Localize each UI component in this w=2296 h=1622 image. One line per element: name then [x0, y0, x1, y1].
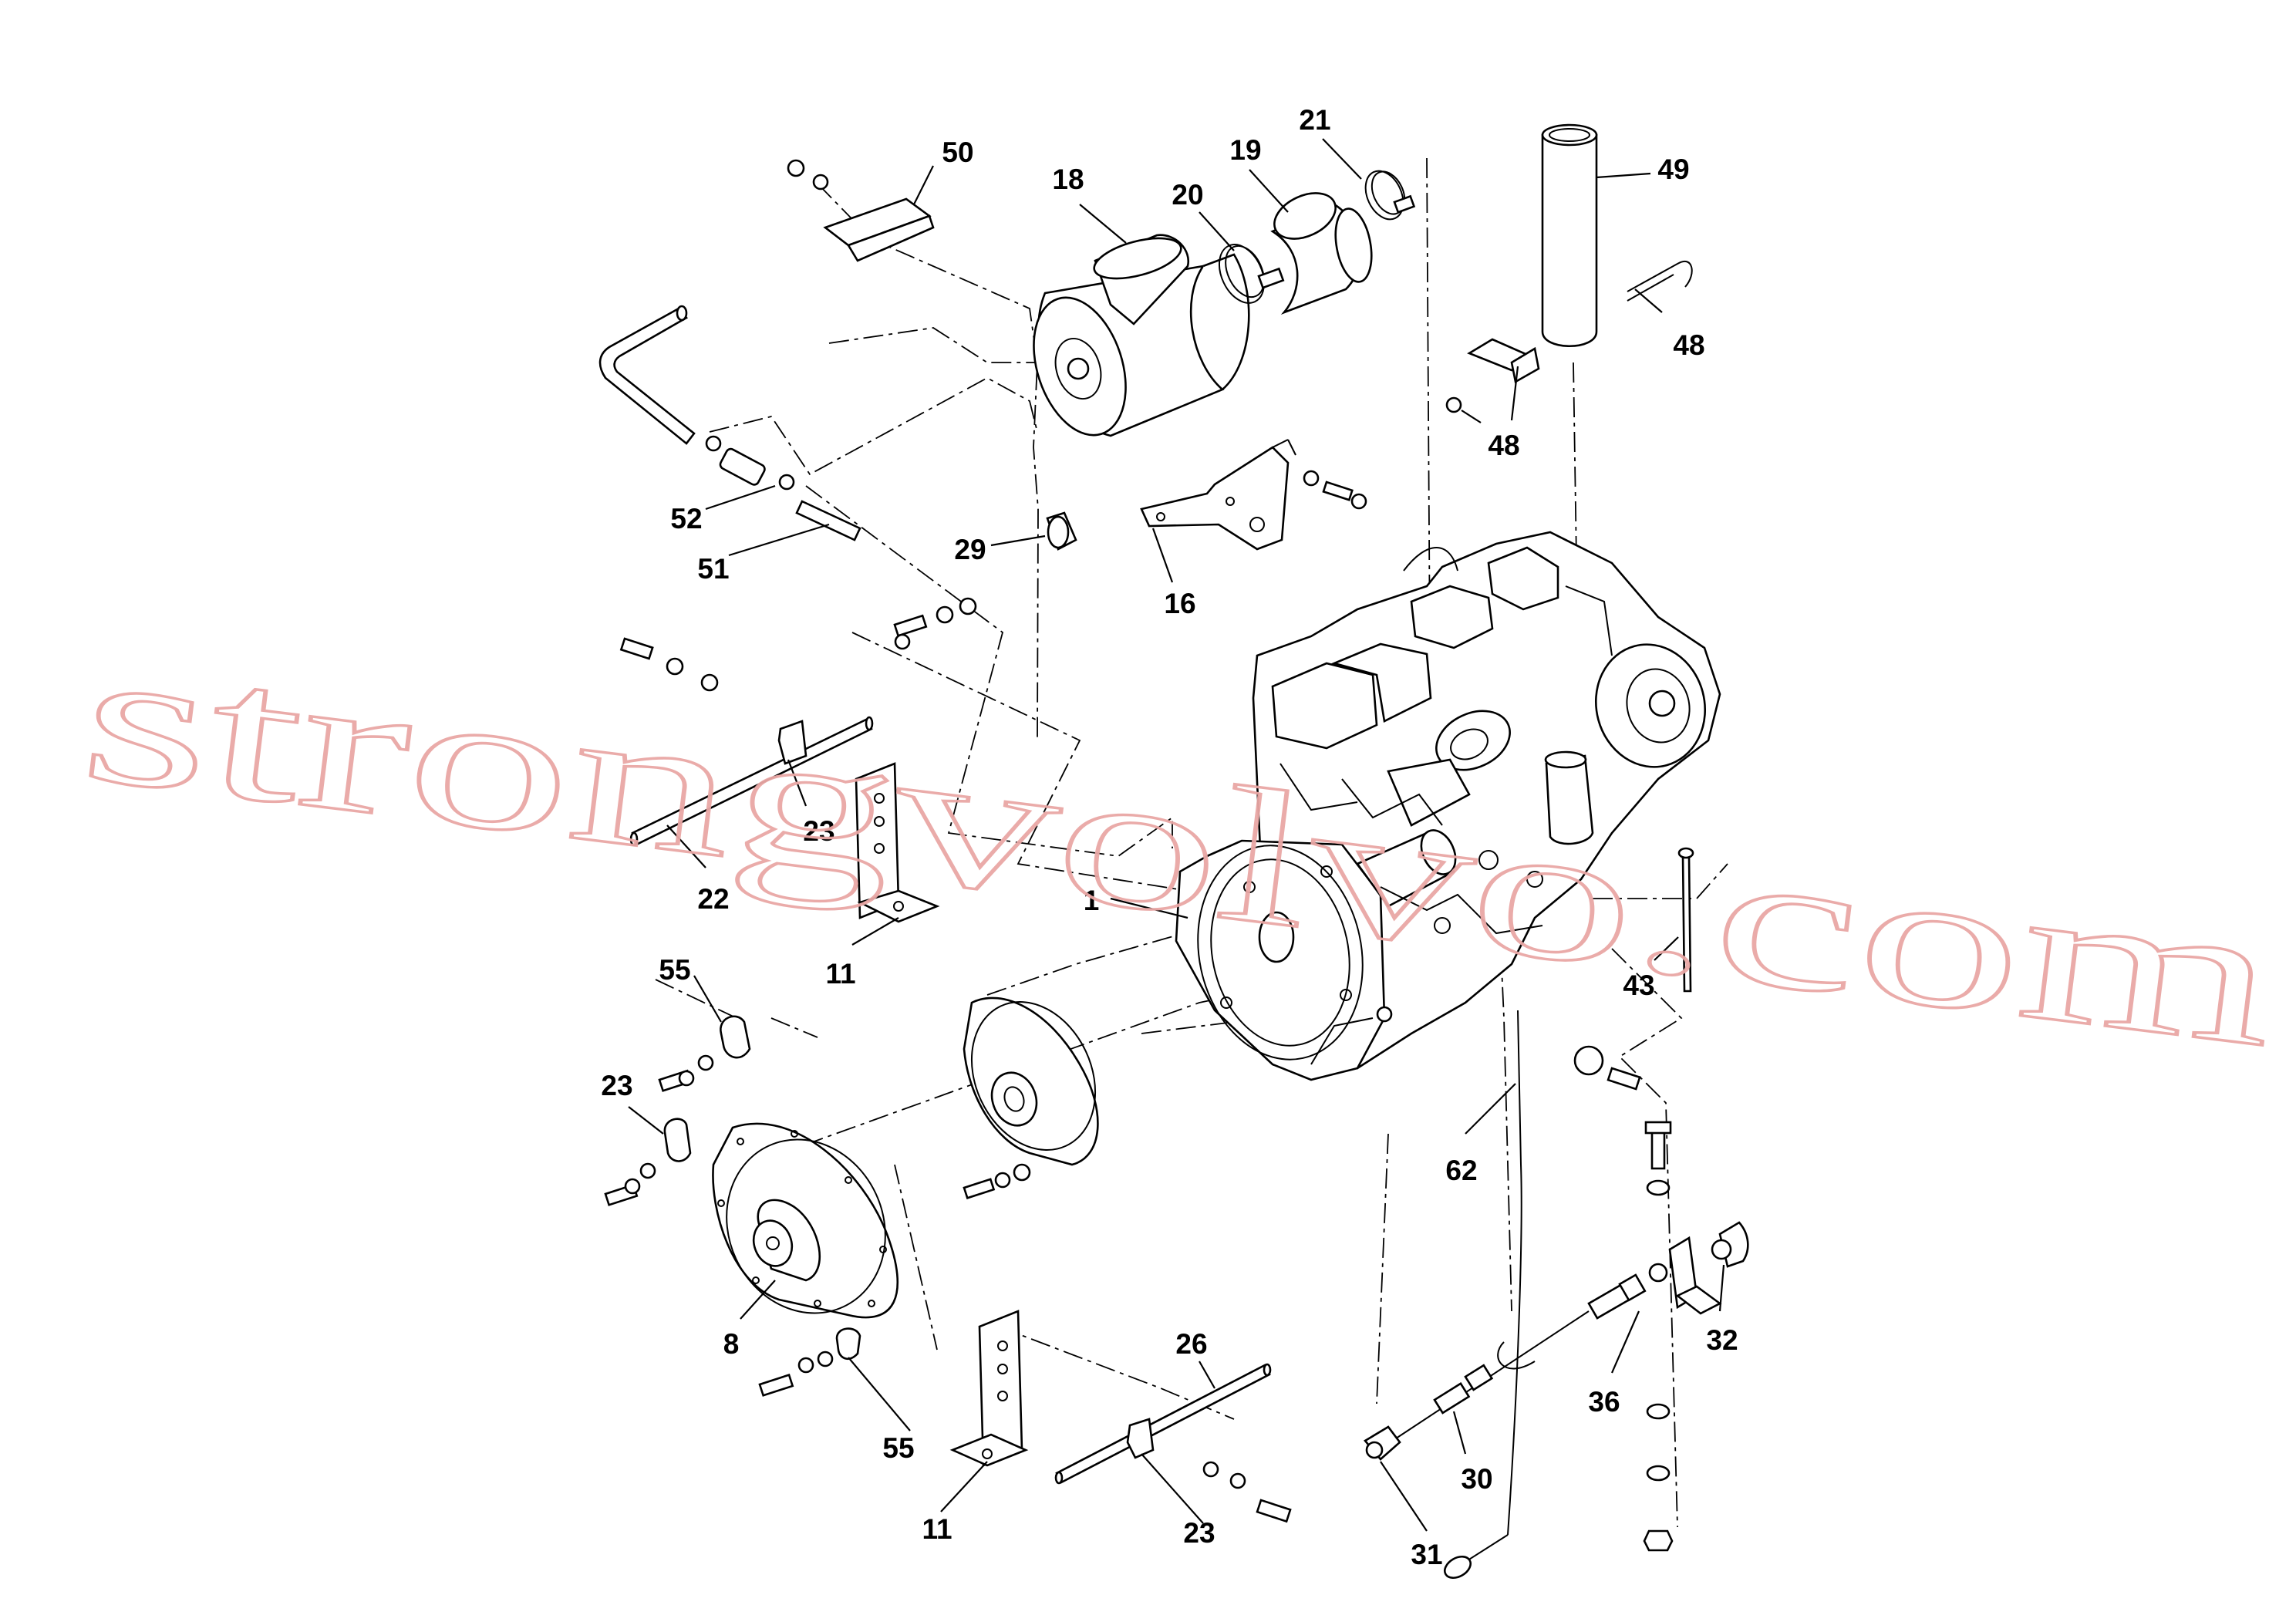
callout-21: 21 [1299, 104, 1330, 136]
callout-36: 36 [1588, 1386, 1620, 1418]
callout-1: 1 [1084, 885, 1100, 916]
part-55-clip-upper [658, 1015, 751, 1092]
callout-23-upper: 23 [803, 815, 834, 847]
part-8-flywheel-cover [712, 1122, 899, 1319]
part-51-breather-hose [598, 305, 861, 541]
part-21-clamp [1364, 170, 1416, 221]
callout-23-lower: 23 [1183, 1517, 1215, 1549]
callout-48-lower: 48 [1488, 430, 1519, 461]
callout-51: 51 [697, 553, 729, 585]
callout-labels: 50 18 20 19 21 49 48 48 52 51 29 16 23 2… [601, 104, 1738, 1570]
part-1-engine-block [1175, 531, 1721, 1081]
callout-50: 50 [942, 137, 973, 168]
part-18-air-filter [1033, 234, 1250, 437]
part-20-clamp [1218, 244, 1285, 304]
callout-29: 29 [954, 534, 986, 565]
part-19-hose [1270, 192, 1373, 315]
callout-23-middle: 23 [601, 1070, 632, 1101]
callout-52: 52 [670, 503, 702, 534]
callout-26: 26 [1175, 1328, 1207, 1360]
callout-31: 31 [1411, 1539, 1442, 1570]
part-36-adapter [1587, 1263, 1668, 1320]
callout-20: 20 [1172, 179, 1203, 211]
part-23-clip-upper [777, 720, 807, 765]
callout-62: 62 [1445, 1155, 1477, 1186]
callout-32: 32 [1706, 1324, 1738, 1356]
part-30-drain-hose [1395, 1310, 1590, 1439]
part-43-dipstick [1677, 847, 1694, 993]
part-11-mount-bracket-lower [949, 1310, 1029, 1467]
callout-55-upper: 55 [659, 954, 690, 986]
callout-16: 16 [1164, 588, 1195, 619]
part-11-mount-bracket-upper [855, 762, 940, 923]
callout-11-lower: 11 [922, 1513, 952, 1545]
callout-18: 18 [1052, 164, 1084, 195]
part-29-bushing [1046, 511, 1077, 551]
drive-plate [963, 996, 1099, 1199]
part-48-clamp-plate [1445, 338, 1540, 413]
part-23-clip-lower [1126, 1418, 1155, 1459]
callout-43: 43 [1623, 969, 1654, 1001]
part-22-support-bar [619, 637, 874, 847]
callout-49: 49 [1657, 153, 1689, 185]
callout-30: 30 [1461, 1463, 1492, 1495]
callout-11-upper: 11 [825, 958, 855, 990]
part-55-clip-lower [758, 1327, 861, 1397]
watermark-text: strongvolvo.com [72, 607, 2288, 1088]
part-62-ground-cable [1443, 1010, 1641, 1580]
part-23-clip-middle [604, 1118, 692, 1206]
callout-8: 8 [723, 1328, 740, 1360]
part-31-elbow-fitting [1364, 1425, 1401, 1461]
part-48-u-bolt [1627, 260, 1693, 302]
callout-48-upper: 48 [1673, 329, 1704, 361]
callout-22: 22 [697, 883, 729, 915]
callout-19: 19 [1229, 134, 1261, 166]
part-32-bracket-fitting [1668, 1221, 1749, 1315]
part-16-bracket [893, 439, 1367, 650]
part-49-exhaust-pipe [1541, 123, 1598, 347]
callout-55-lower: 55 [882, 1432, 914, 1464]
leader-lines [628, 138, 1725, 1532]
part-26-support-bar [1054, 1363, 1292, 1523]
bolt-stack [1643, 1121, 1674, 1552]
part-50-bracket [787, 159, 935, 262]
part-52-fitting [705, 435, 795, 491]
